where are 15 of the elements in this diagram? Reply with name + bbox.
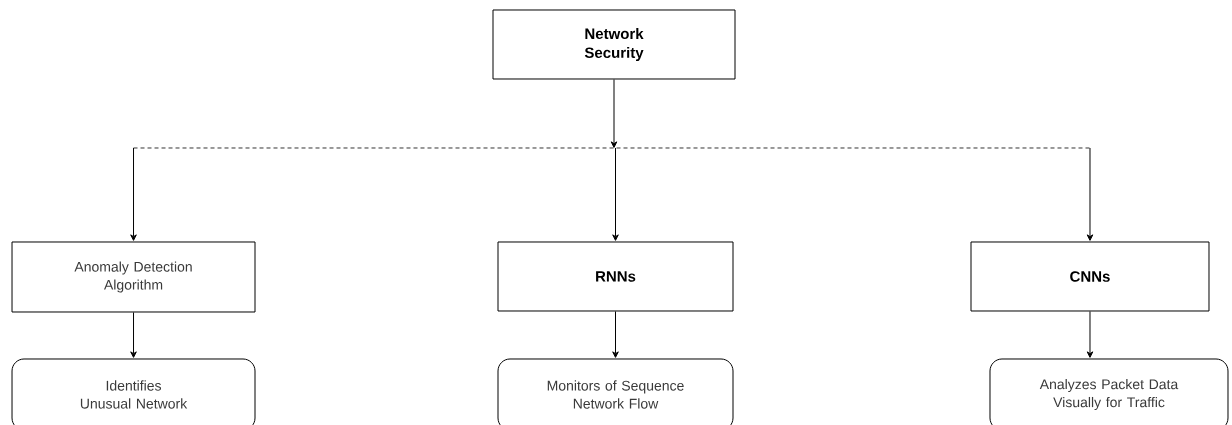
process-box: Network Security — [492, 9, 736, 80]
bus-line — [133, 147, 1091, 149]
rounded-box: Analyzes Packet Data Visually for Traffic — [989, 358, 1229, 425]
process-box: Anomaly Detection Algorithm — [11, 241, 256, 313]
arrow — [1086, 311, 1094, 358]
rounded-box: Monitors of Sequence Network Flow — [497, 358, 734, 425]
arrow — [130, 312, 137, 358]
arrow — [610, 79, 618, 148]
arrow — [130, 147, 137, 241]
process-box: RNNs — [497, 241, 734, 312]
arrow — [612, 147, 619, 241]
process-box: CNNs — [970, 241, 1210, 312]
arrow — [612, 311, 619, 358]
arrow — [1086, 147, 1094, 241]
rounded-box: Identifies Unusual Network — [11, 358, 256, 425]
